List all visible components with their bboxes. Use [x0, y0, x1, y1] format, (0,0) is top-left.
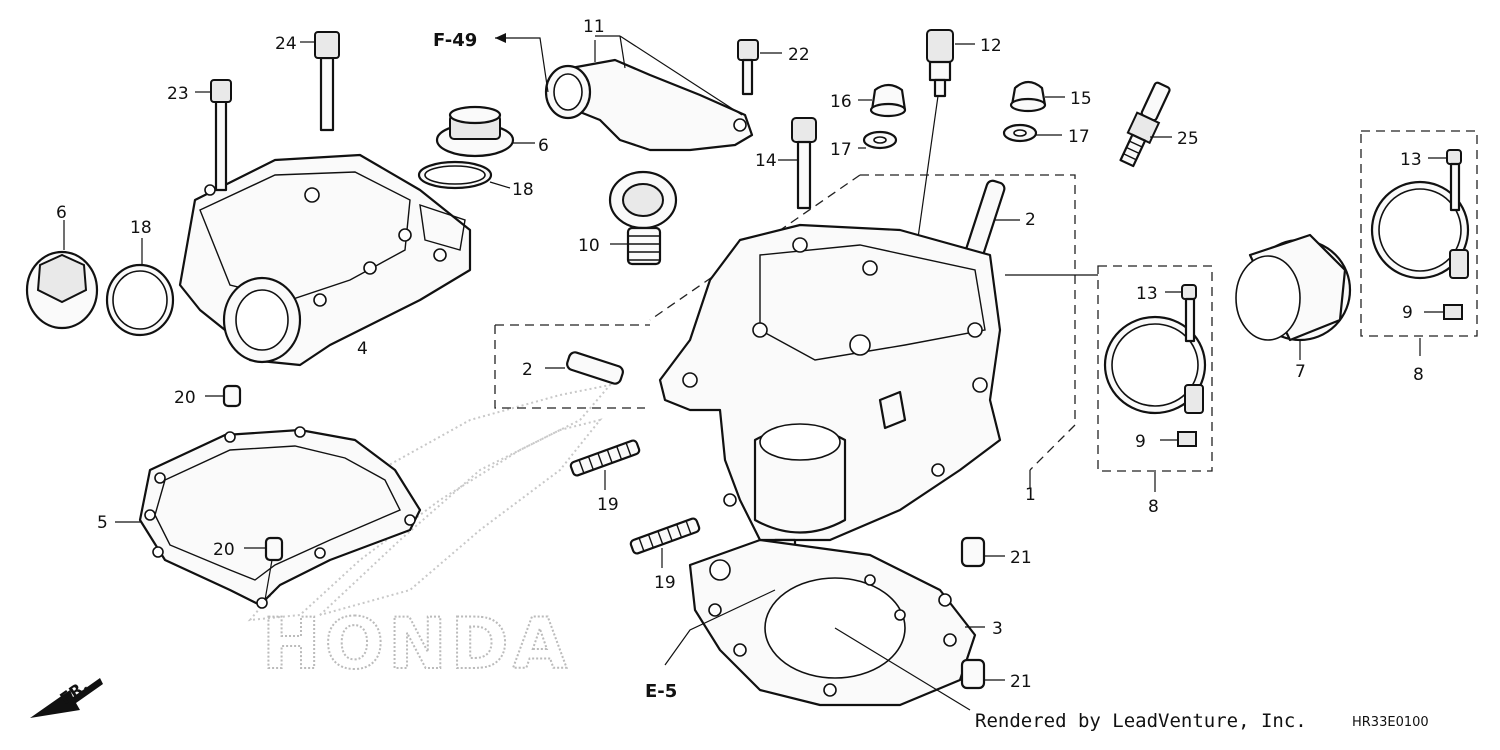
ref-f49: F-49 [433, 30, 477, 51]
callout-3: 3 [992, 619, 1003, 639]
callout-4: 4 [357, 339, 368, 359]
callout-20-upper: 20 [174, 388, 196, 408]
o-rings [105, 160, 511, 337]
intake-joint [1235, 233, 1352, 360]
callout-24: 24 [275, 34, 297, 54]
callout-14: 14 [755, 151, 777, 171]
render-credit: Rendered by LeadVenture, Inc. [975, 710, 1307, 732]
callout-13-right: 13 [1400, 150, 1422, 170]
dowels-20 [205, 384, 284, 601]
callout-12: 12 [980, 36, 1002, 56]
callout-11: 11 [583, 17, 605, 37]
callout-17-right: 17 [1068, 127, 1090, 147]
filler-cap-right [435, 105, 535, 158]
callout-10: 10 [578, 236, 600, 256]
cylinder-head-cover [178, 153, 472, 367]
callout-2-left: 2 [522, 360, 533, 380]
callout-15: 15 [1070, 89, 1092, 109]
clamp-assembly-middle [1005, 274, 1207, 492]
bolt-14 [778, 117, 817, 210]
callout-5: 5 [97, 513, 108, 533]
thermostat-cover [495, 35, 754, 152]
diagram-code: HR33E0100 [1352, 715, 1429, 730]
callout-9-right: 9 [1402, 303, 1413, 323]
callout-19-upper: 19 [597, 495, 619, 515]
head-cover-gasket [115, 426, 422, 609]
callout-numbers: 1 2 2 3 4 5 6 6 7 8 8 9 9 10 11 12 13 13… [56, 17, 1424, 692]
callout-9-middle: 9 [1135, 432, 1146, 452]
bolt-22 [737, 39, 782, 96]
callout-21-lower: 21 [1010, 672, 1032, 692]
callout-18-right: 18 [512, 180, 534, 200]
bolts-23-24 [195, 31, 340, 192]
clamp-assembly-right [1370, 149, 1470, 356]
callout-19-lower: 19 [654, 573, 676, 593]
studs-19 [569, 439, 701, 568]
callout-21-upper: 21 [1010, 548, 1032, 568]
ref-e5: E-5 [645, 681, 677, 702]
callout-8-middle: 8 [1148, 497, 1159, 517]
honda-watermark: HONDA [247, 383, 613, 686]
ref-f49-arrowhead [495, 33, 506, 43]
front-direction-arrow: FR. [30, 676, 103, 718]
callout-20-lower: 20 [213, 540, 235, 560]
callout-25: 25 [1177, 129, 1199, 149]
callout-2-right: 2 [1025, 210, 1036, 230]
callout-23: 23 [167, 84, 189, 104]
spark-plug [1119, 81, 1172, 168]
callout-17-left: 17 [830, 140, 852, 160]
guide-tubes-2 [545, 179, 1020, 385]
callout-7: 7 [1295, 362, 1306, 382]
callout-1: 1 [1025, 485, 1036, 505]
callout-6-left: 6 [56, 203, 67, 223]
callout-6-right: 6 [538, 136, 549, 156]
honda-watermark-text: HONDA [262, 603, 571, 685]
dowels-21 [960, 536, 1005, 690]
filler-cap-left [25, 220, 99, 330]
thermostat [608, 170, 678, 266]
callout-13-middle: 13 [1136, 284, 1158, 304]
callout-16: 16 [830, 92, 852, 112]
callout-8-right: 8 [1413, 365, 1424, 385]
cap-nuts-washers [858, 80, 1065, 150]
cylinder-head-gasket [664, 538, 985, 711]
callout-18-left: 18 [130, 218, 152, 238]
callout-22: 22 [788, 45, 810, 65]
cylinder-head [658, 223, 1031, 570]
